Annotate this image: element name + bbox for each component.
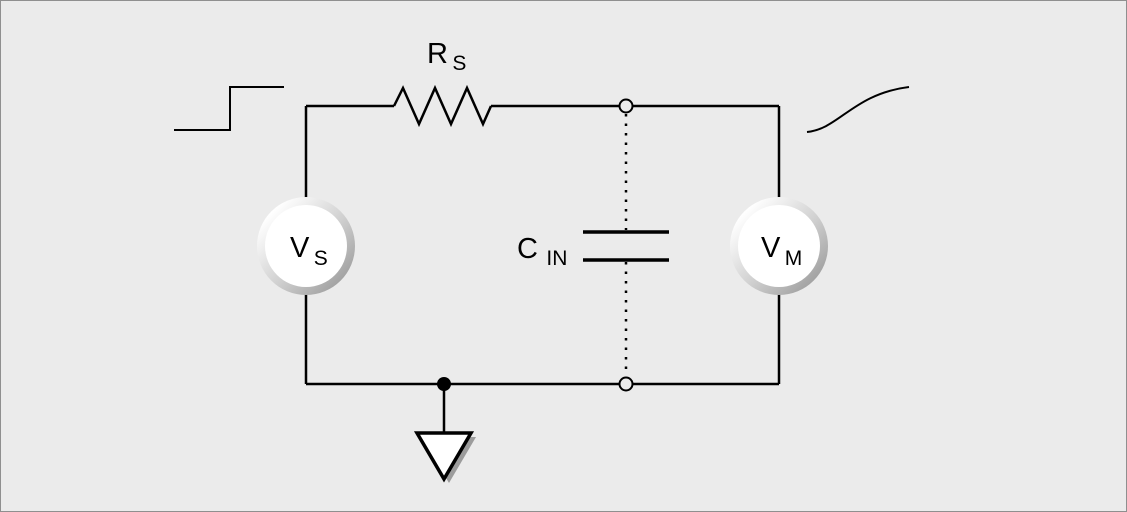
voltage-source-label-sub: S — [314, 247, 328, 270]
exponential-rise-waveform-icon — [806, 86, 910, 133]
voltage-source-label-main: V — [290, 232, 310, 264]
ground-icon — [413, 431, 475, 483]
resistor-label-sub: S — [452, 52, 466, 75]
step-waveform-icon — [174, 86, 284, 131]
capacitor-label-main: C — [517, 233, 538, 265]
terminal-node-top-icon — [618, 98, 634, 114]
voltage-source-face — [265, 205, 347, 287]
voltage-source: V S — [257, 197, 355, 295]
ground-junction-dot — [437, 377, 451, 391]
voltage-meter-label: V M — [761, 232, 802, 270]
voltage-meter: V M — [730, 197, 828, 295]
resistor-symbol — [392, 84, 493, 128]
voltage-meter-face — [738, 205, 820, 287]
terminal-node-bottom-icon — [618, 376, 634, 392]
voltage-meter-label-main: V — [761, 232, 781, 264]
capacitor-label: C IN — [517, 233, 567, 270]
resistor-label-main: R — [427, 38, 448, 70]
voltage-source-label: V S — [290, 232, 328, 270]
voltage-meter-label-sub: M — [785, 247, 803, 270]
capacitor-label-sub: IN — [546, 247, 567, 270]
resistor-label: R S — [427, 38, 466, 75]
